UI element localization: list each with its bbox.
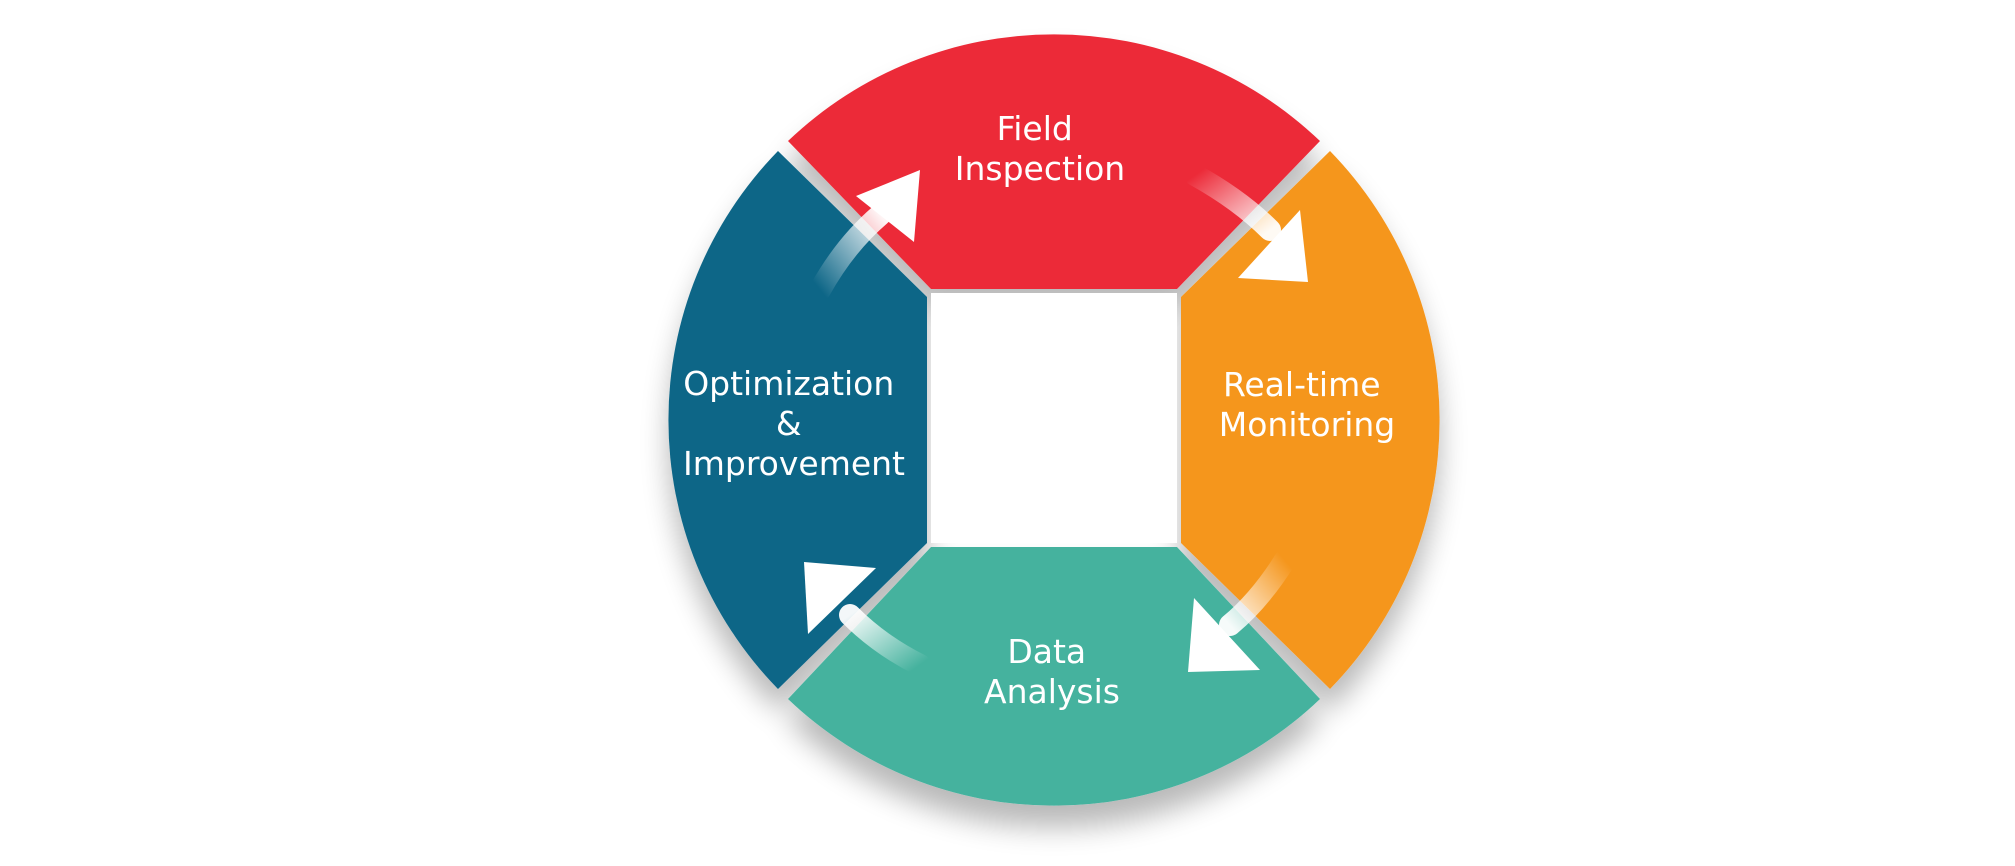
arrow-top-left	[809, 170, 920, 301]
segment-real-time-monitoring	[1181, 151, 1440, 689]
label-field-inspection: Field Inspection	[955, 109, 1125, 188]
center-square	[931, 293, 1177, 543]
segment-data-analysis	[788, 547, 1320, 806]
arrow-top-right	[1184, 164, 1308, 282]
label-optimization-improvement: Optimization & Improvement	[683, 364, 905, 483]
label-real-time-monitoring: Real-time Monitoring	[1219, 365, 1395, 444]
segment-field-inspection	[788, 34, 1320, 289]
label-data-analysis: Data Analysis	[984, 632, 1120, 711]
arrow-bottom-right	[1188, 549, 1296, 672]
arrow-bottom-left	[804, 562, 931, 676]
segment-optimization-improvement	[668, 151, 927, 689]
